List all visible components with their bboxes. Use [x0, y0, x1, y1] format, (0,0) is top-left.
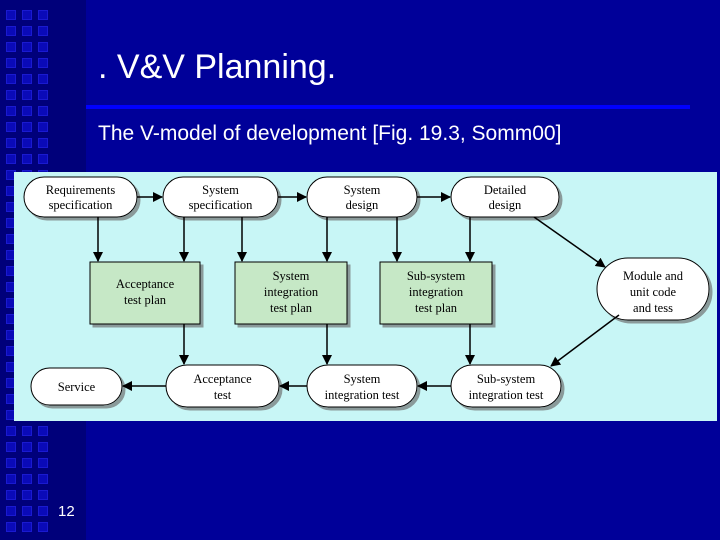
node-label-line: integration test: [325, 388, 400, 402]
node-requirements-specification: Requirements specification: [23, 176, 138, 218]
decor-square: [6, 90, 16, 100]
node-system-design: System design: [306, 176, 418, 218]
decor-square: [38, 106, 48, 116]
node-label-line: specification: [49, 198, 114, 212]
decor-square: [38, 42, 48, 52]
decor-square: [22, 442, 32, 452]
slide-subtitle: The V-model of development [Fig. 19.3, S…: [98, 122, 562, 145]
decor-square: [38, 122, 48, 132]
node-label-line: Acceptance: [193, 372, 252, 386]
decor-square: [6, 490, 16, 500]
decor-square: [22, 58, 32, 68]
decor-square: [22, 42, 32, 52]
decor-square: [38, 426, 48, 436]
decor-square: [38, 138, 48, 148]
node-label-line: unit code: [630, 285, 677, 299]
node-label-line: Module and: [623, 269, 684, 283]
node-label-line: System: [202, 183, 239, 197]
decor-square: [22, 154, 32, 164]
node-system-integration-test-plan: System integration test plan: [234, 261, 348, 325]
node-label-line: design: [489, 198, 522, 212]
node-label-line: integration: [264, 285, 319, 299]
node-detailed-design: Detailed design: [450, 176, 560, 218]
node-label-line: test plan: [415, 301, 458, 315]
decor-square: [6, 106, 16, 116]
decor-square: [6, 154, 16, 164]
node-system-specification: System specification: [162, 176, 279, 218]
title-underline: [86, 105, 690, 109]
decor-square: [22, 506, 32, 516]
decor-square: [22, 106, 32, 116]
node-subsystem-integration-test-plan: Sub-system integration test plan: [379, 261, 493, 325]
decor-square: [38, 474, 48, 484]
node-system-integration-test: System integration test: [306, 364, 418, 408]
decor-square: [6, 426, 16, 436]
arrow-detailed-to-module: [533, 216, 606, 268]
node-module-unit-code: Module and unit code and tess: [596, 257, 710, 321]
decor-square: [38, 154, 48, 164]
decor-square: [22, 122, 32, 132]
decor-square: [6, 26, 16, 36]
decor-square: [38, 74, 48, 84]
decor-square: [38, 490, 48, 500]
node-label-line: test plan: [124, 293, 167, 307]
node-label-line: System: [273, 269, 310, 283]
decor-square: [22, 426, 32, 436]
decor-square: [22, 74, 32, 84]
decor-square: [6, 442, 16, 452]
node-label-line: Sub-system: [477, 372, 536, 386]
decor-square: [22, 474, 32, 484]
decor-square: [6, 506, 16, 516]
decor-square: [22, 10, 32, 20]
decor-square: [38, 506, 48, 516]
decor-square: [6, 74, 16, 84]
node-label-line: specification: [189, 198, 254, 212]
node-label-line: Sub-system: [407, 269, 466, 283]
node-label-line: design: [346, 198, 379, 212]
decor-square: [38, 442, 48, 452]
decor-square: [6, 42, 16, 52]
node-acceptance-test-plan: Acceptance test plan: [89, 261, 201, 325]
decor-square: [22, 90, 32, 100]
arrow-module-to-subsystest: [550, 314, 620, 367]
decor-square: [6, 122, 16, 132]
decor-square: [6, 10, 16, 20]
decor-square: [6, 138, 16, 148]
node-label-line: Acceptance: [116, 277, 175, 291]
decor-square: [38, 10, 48, 20]
node-label-line: integration test: [469, 388, 544, 402]
decor-square: [22, 26, 32, 36]
decor-square: [22, 138, 32, 148]
v-model-svg: Requirements specification System specif…: [23, 176, 710, 408]
decor-square: [6, 458, 16, 468]
node-label-line: Detailed: [484, 183, 527, 197]
decor-square: [6, 522, 16, 532]
node-label-line: integration: [409, 285, 464, 299]
node-service: Service: [30, 367, 123, 406]
node-label-line: Service: [58, 380, 96, 394]
node-label-line: test plan: [270, 301, 313, 315]
node-acceptance-test: Acceptance test: [165, 364, 280, 408]
v-model-diagram: Requirements specification System specif…: [14, 172, 717, 421]
node-label-line: and tess: [633, 301, 673, 315]
decor-square: [22, 458, 32, 468]
slide-title: . V&V Planning.: [98, 48, 337, 86]
decor-square: [38, 458, 48, 468]
node-label-line: Requirements: [46, 183, 116, 197]
decor-square: [6, 58, 16, 68]
node-label-line: System: [344, 372, 381, 386]
decor-square: [38, 58, 48, 68]
page-number: 12: [58, 503, 75, 520]
decor-square: [38, 90, 48, 100]
decor-square: [6, 474, 16, 484]
node-subsystem-integration-test: Sub-system integration test: [450, 364, 562, 408]
node-label-line: test: [214, 388, 232, 402]
decor-square: [38, 522, 48, 532]
decor-square: [22, 490, 32, 500]
decor-square: [38, 26, 48, 36]
decor-square: [22, 522, 32, 532]
node-label-line: System: [344, 183, 381, 197]
